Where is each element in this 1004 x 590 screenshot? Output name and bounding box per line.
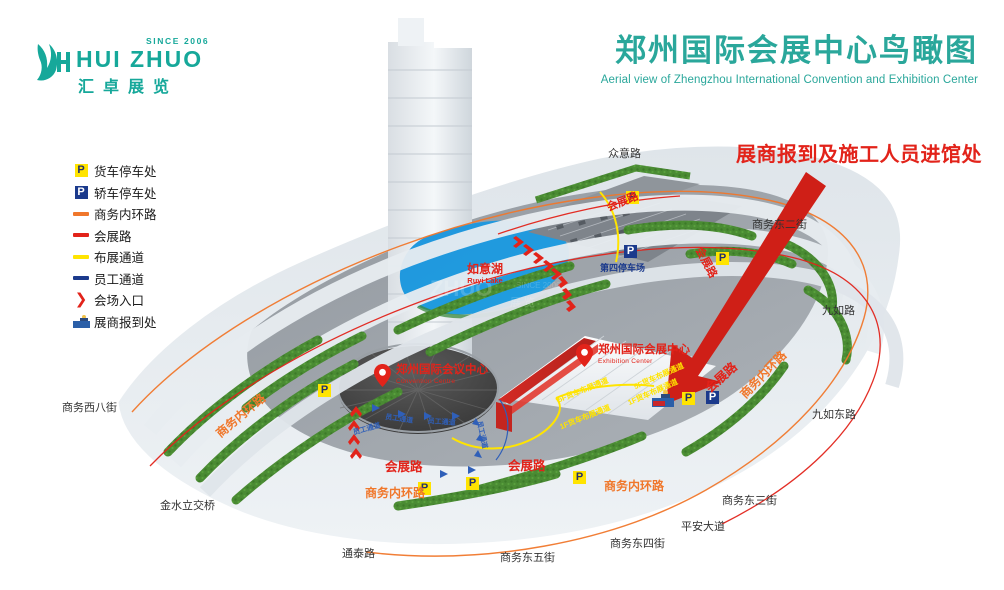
- legend-item-staff-corridor: 员工通道: [68, 268, 198, 290]
- svg-text:SINCE 2006: SINCE 2006: [516, 281, 561, 290]
- parking-car-icon: P: [624, 245, 637, 258]
- street-label: 商务东二街: [752, 219, 807, 231]
- road-label-exhibition: 会展路: [385, 460, 423, 474]
- parking-truck-icon: P: [466, 477, 479, 490]
- street-label: 金水立交桥: [160, 500, 215, 512]
- legend-label: 会展路: [94, 229, 132, 244]
- parking-truck-icon: P: [626, 191, 639, 204]
- lake-name-en: Ruyi Lake: [467, 276, 503, 285]
- staff-corridor-line: [372, 399, 509, 478]
- parking-truck-icon: P: [68, 164, 94, 178]
- svg-text:ZHUO: ZHUO: [430, 276, 492, 301]
- title-english: Aerial view of Zhengzhou International C…: [600, 74, 978, 86]
- legend-item-truck-parking: P 货车停车处: [68, 160, 198, 182]
- legend-label: 员工通道: [94, 272, 145, 287]
- parking-truck-icon: P: [682, 392, 695, 405]
- pin-convention-centre[interactable]: 郑州国际会议中心 Convention Centre: [374, 364, 488, 387]
- street-label: 商务东五街: [500, 552, 555, 564]
- lake-label: 如意湖 Ruyi Lake: [452, 262, 518, 286]
- parking-car-icon: P: [68, 185, 94, 199]
- pin-name-cn: 郑州国际会展中心: [598, 344, 690, 356]
- pin-name-en: Convention Centre: [396, 378, 456, 385]
- road-label-inner-ring: 商务内环路: [604, 479, 665, 493]
- legend-label: 布展通道: [94, 251, 145, 266]
- parking-truck-icon: P: [418, 482, 431, 495]
- road-label-exhibition: 会展路: [508, 459, 546, 473]
- street-label: 众意路: [608, 148, 641, 160]
- lake-name-cn: 如意湖: [466, 262, 503, 276]
- registration-desk-icon: [68, 314, 94, 328]
- street-label: 商务东三街: [722, 495, 777, 507]
- logo-name-en: HUI ZHUO: [76, 46, 204, 72]
- watermark: ZHUO SINCE 2006 展 览: [430, 276, 561, 309]
- legend-label: 展商报到处: [94, 315, 157, 330]
- road-line-yellow-icon: [68, 254, 94, 259]
- legend-label: 会场入口: [94, 294, 145, 309]
- legend-item-inner-ring-road: 商务内环路: [68, 203, 198, 225]
- parking-truck-icon: P: [318, 384, 331, 397]
- road-line-blue-icon: [68, 276, 94, 281]
- entrance-chevron-icon: ❯: [74, 291, 88, 309]
- pin-exhibition-center[interactable]: 郑州国际会展中心 Exhibition Center: [576, 344, 690, 367]
- hui-zhuo-logo-mark: [37, 44, 70, 81]
- legend-item-setup-corridor: 布展通道: [68, 246, 198, 268]
- title-chinese: 郑州国际会展中心鸟瞰图: [615, 33, 978, 68]
- street-label: 平安大道: [681, 521, 725, 533]
- road-line-red-icon: [68, 233, 94, 238]
- street-label: 商务西八街: [62, 402, 117, 414]
- street-label: 商务东四街: [610, 538, 665, 550]
- logo-since-text: SINCE 2006: [146, 36, 210, 46]
- road-line-orange-icon: [68, 211, 94, 216]
- legend-label: 货车停车处: [94, 165, 157, 180]
- page-title: 郑州国际会展中心鸟瞰图 Aerial view of Zhengzhou Int…: [601, 32, 978, 88]
- parking-truck-icon: P: [573, 471, 586, 484]
- parking-truck-icon: P: [716, 252, 729, 265]
- street-label: 九如东路: [812, 409, 856, 421]
- parking-lot-label: 第四停车场: [600, 263, 646, 273]
- street-label: 通泰路: [342, 548, 375, 560]
- map-pin-icon: [576, 344, 593, 367]
- venue-entrance-chevrons-lake: [513, 236, 576, 312]
- pin-name-cn: 郑州国际会议中心: [396, 364, 488, 376]
- legend-item-registration-desk: 展商报到处: [68, 311, 198, 333]
- parking-car-icon: P: [706, 391, 719, 404]
- legend-label: 商务内环路: [94, 208, 157, 223]
- svg-text:展 览: 展 览: [510, 295, 535, 309]
- company-logo: SINCE 2006 HUI ZHUO 汇卓展览: [28, 32, 218, 96]
- logo-name-cn: 汇卓展览: [78, 79, 179, 96]
- setup-corridor-line: [451, 191, 655, 450]
- legend-item-exhibition-road: 会展路: [68, 225, 198, 247]
- street-label: 九如路: [822, 305, 855, 317]
- annotation-text: 展商报到及施工人员进馆处: [736, 144, 982, 166]
- map-legend: P 货车停车处 P 轿车停车处 商务内环路 会展路 布展: [68, 160, 198, 332]
- venue-entrance-chevrons-west: [348, 406, 362, 459]
- pin-name-en: Exhibition Center: [598, 358, 653, 365]
- legend-item-car-parking: P 轿车停车处: [68, 182, 198, 204]
- staff-corridor-label: 员工通道: [427, 417, 456, 427]
- road-label-inner-ring: 商务内环路: [365, 486, 426, 500]
- legend-label: 轿车停车处: [94, 186, 157, 201]
- business-inner-ring-road-line: [131, 190, 869, 557]
- convention-centre-dome: [337, 343, 499, 434]
- map-pin-icon: [374, 364, 391, 387]
- legend-item-venue-entrance: ❯ 会场入口: [68, 289, 198, 311]
- registration-desk-icon: [652, 390, 674, 407]
